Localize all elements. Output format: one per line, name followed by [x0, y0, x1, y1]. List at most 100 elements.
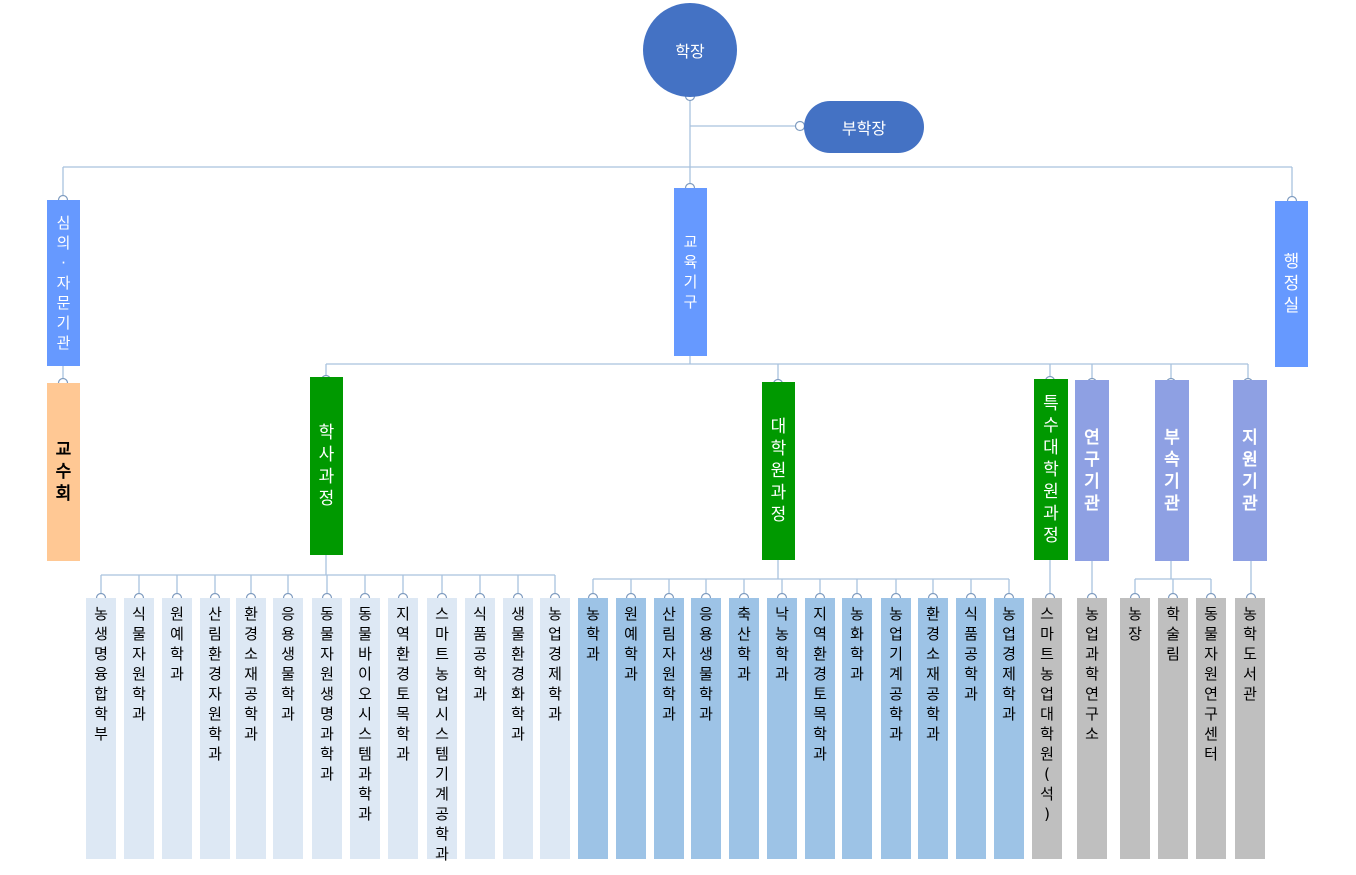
admin-office-char: 정: [1283, 274, 1300, 294]
dept-char: 센: [1204, 725, 1218, 743]
dept-char: 학: [1040, 725, 1054, 743]
graduate-char: 학: [770, 439, 787, 459]
special-grad-char: 특: [1043, 393, 1059, 414]
dept-char: 과: [737, 665, 751, 683]
affiliated-char: 속: [1164, 449, 1180, 470]
dept-char: 목: [813, 705, 827, 723]
dept-char: 과: [358, 805, 372, 823]
dept-char: 식: [473, 605, 487, 623]
dept-char: 트: [1040, 645, 1054, 663]
dept-char: 마: [1040, 625, 1054, 643]
dept-char: 학: [889, 705, 903, 723]
dept-char: 식: [964, 605, 978, 623]
dept-char: 공: [244, 685, 258, 703]
dept-char: 과: [662, 705, 676, 723]
dept-char: (: [1044, 765, 1050, 783]
dept-char: 템: [435, 745, 449, 763]
special-grad-char: 정: [1043, 525, 1059, 546]
dept-char: 농: [850, 605, 864, 623]
affiliated-char: 부: [1164, 427, 1180, 448]
dept-char: 동: [358, 605, 372, 623]
dept-char: 원: [170, 605, 184, 623]
dept-char: 시: [358, 705, 372, 723]
dept-char: 학: [320, 745, 334, 763]
dept-char: 생: [94, 625, 108, 643]
special-grad-char: 학: [1043, 459, 1059, 480]
dept-char: 업: [1040, 685, 1054, 703]
president-node[interactable]: 학장: [643, 3, 737, 97]
dept-char: 기: [435, 765, 449, 783]
dept-char: 과: [435, 845, 449, 863]
dept-char: 대: [1040, 705, 1054, 723]
research-char: 연: [1084, 427, 1100, 448]
vice-president-node[interactable]: 부학장: [804, 101, 924, 153]
dept-char: 품: [964, 625, 978, 643]
dept-char: 농: [1040, 665, 1054, 683]
dept-char: 과: [850, 665, 864, 683]
dept-char: 과: [281, 705, 295, 723]
dept-char: 학: [926, 705, 940, 723]
graduate-char: 정: [770, 505, 787, 525]
dept-char: 예: [624, 625, 638, 643]
undergrad-char: 사: [318, 445, 335, 465]
dept-char: 공: [435, 805, 449, 823]
education-char: 기: [683, 273, 698, 291]
dept-char: 역: [813, 625, 827, 643]
dept-char: 화: [850, 625, 864, 643]
vice-president-label: 부학장: [841, 119, 887, 138]
dept-char: 학: [244, 705, 258, 723]
dept-char: 환: [244, 605, 258, 623]
dept-char: 제: [1002, 665, 1016, 683]
education-char: 육: [683, 253, 698, 271]
dept-char: 과: [244, 725, 258, 743]
dept-char: 공: [473, 645, 487, 663]
dept-char: 원: [208, 705, 222, 723]
dept-char: 업: [548, 625, 562, 643]
dept-char: 물: [511, 625, 525, 643]
dept-char: 자: [208, 685, 222, 703]
dept-char: 스: [435, 605, 449, 623]
dept-char: 공: [964, 645, 978, 663]
